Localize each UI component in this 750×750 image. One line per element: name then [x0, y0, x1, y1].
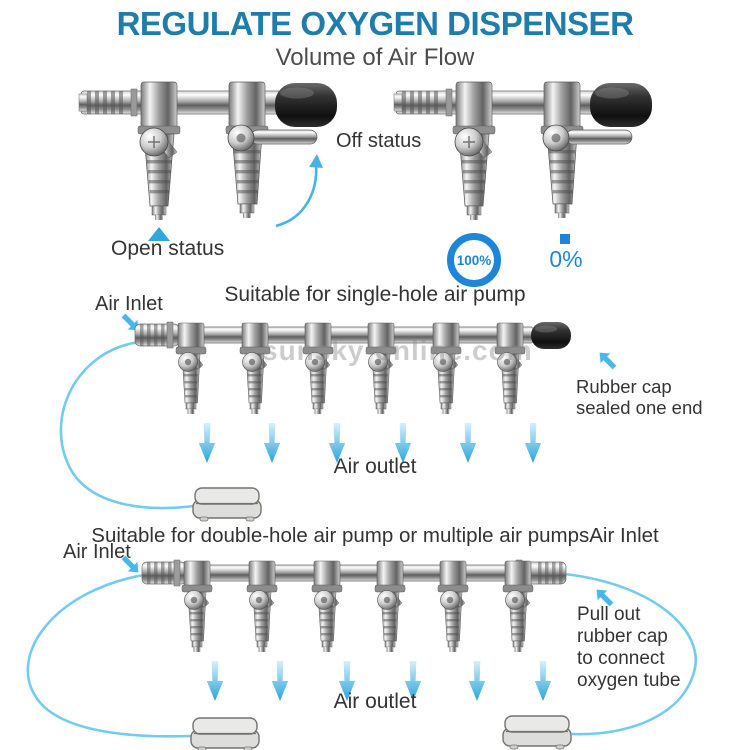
full-flow-badge: 100%: [447, 233, 501, 287]
zero-flow-value: 0%: [549, 246, 583, 272]
full-flow-value: 100%: [456, 252, 492, 268]
rubber-cap-label-line1: Rubber cap: [576, 376, 672, 397]
pull-out-label-line1: Pull out: [577, 604, 641, 625]
manifold-single-illustration: [133, 318, 578, 423]
open-status-label: Open status: [111, 237, 225, 260]
watermark: sunsky-online.com: [262, 335, 533, 366]
air-pump-left-illustration: [190, 717, 260, 750]
air-pump-right-illustration: [502, 715, 572, 750]
rotate-arrow-icon: [275, 154, 323, 228]
subtitle: Volume of Air Flow: [275, 44, 475, 71]
double-pump-heading: Suitable for double-hole air pump or mul…: [91, 524, 659, 547]
pull-out-label: Pull out rubber cap to connect oxygen tu…: [577, 604, 681, 692]
rubber-cap-label: Rubber cap sealed one end: [576, 376, 703, 418]
air-pump-illustration-single: [192, 487, 262, 522]
air-inlet-label-single: Air Inlet: [95, 293, 163, 315]
open-indicator-icon: [148, 227, 170, 241]
pull-out-label-line3: to connect: [577, 648, 665, 669]
off-status-label: Off status: [336, 130, 422, 152]
valve-off-demo-illustration: [393, 81, 653, 221]
air-outlet-label-double: Air outlet: [333, 690, 417, 713]
pull-out-label-line4: oxygen tube: [577, 670, 681, 691]
air-inlet-label-double: Air Inlet: [63, 541, 131, 563]
air-outlet-label-single: Air outlet: [333, 455, 417, 478]
rubber-cap-arrow-icon: [593, 346, 621, 374]
air-tube-lines-double: [26, 572, 697, 750]
single-pump-heading: Suitable for single-hole air pump: [224, 283, 526, 306]
manifold-double-illustration: [140, 556, 570, 661]
page-title: REGULATE OXYGEN DISPENSER: [116, 5, 634, 42]
pull-out-label-line2: rubber cap: [577, 626, 668, 647]
zero-flow-indicator-icon: [560, 234, 570, 244]
air-tube-line-single: [59, 340, 262, 522]
rubber-cap-label-line2: sealed one end: [576, 397, 703, 418]
